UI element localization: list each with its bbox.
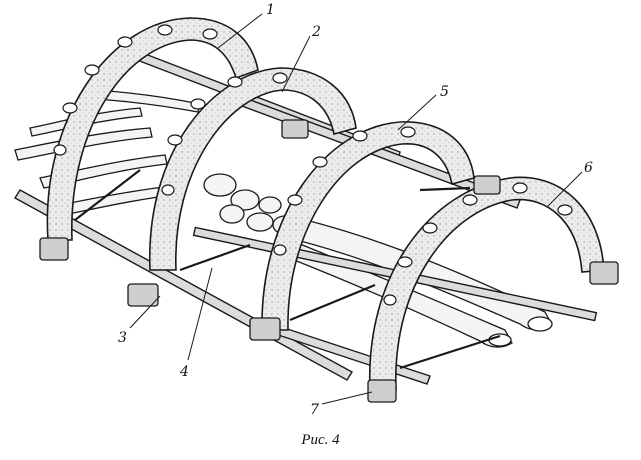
clamp — [589, 261, 619, 285]
carpal-bone-3 — [219, 204, 245, 224]
wire — [399, 334, 501, 370]
callout-2: 2 — [311, 24, 321, 40]
hole — [462, 194, 478, 206]
hole — [202, 28, 218, 40]
hole — [287, 194, 303, 206]
clamp — [39, 237, 69, 261]
hole — [422, 222, 438, 234]
fixation-wires — [74, 169, 501, 370]
carpal-bone-4 — [246, 212, 274, 232]
callout-1: 1 — [266, 2, 275, 18]
hole — [190, 98, 206, 110]
callout-6: 6 — [584, 160, 593, 176]
fixator-rings — [46, 17, 605, 391]
clamps — [39, 119, 619, 403]
callout-7: 7 — [310, 402, 319, 418]
figure-caption: Рис. 4 — [301, 432, 340, 448]
leader-lines — [129, 13, 583, 405]
hole — [117, 36, 133, 48]
hole — [157, 24, 173, 36]
callout-5: 5 — [440, 84, 449, 100]
hole — [397, 256, 413, 268]
wire — [419, 186, 471, 192]
carpal-bone-1 — [203, 173, 237, 197]
hole — [84, 64, 100, 76]
clamp — [127, 283, 159, 307]
hole — [227, 76, 243, 88]
carpal-bone-2 — [230, 189, 260, 211]
wire — [289, 283, 376, 322]
carpal-bone-5 — [258, 196, 282, 214]
ulna-bone-end — [488, 333, 512, 347]
wire — [74, 169, 141, 221]
hole — [161, 184, 175, 196]
ring-2 — [149, 67, 357, 271]
wire — [179, 243, 251, 272]
ring-holes — [53, 24, 573, 306]
hole — [62, 102, 78, 114]
hole — [557, 204, 573, 216]
clamp — [473, 175, 501, 195]
hole — [512, 182, 528, 194]
hole — [273, 244, 287, 256]
hole — [383, 294, 397, 306]
hole — [272, 72, 288, 84]
hole — [352, 130, 368, 142]
radius-bone-end — [527, 316, 553, 332]
clamp — [281, 119, 309, 139]
hole — [312, 156, 328, 168]
callout-3: 3 — [118, 330, 127, 346]
clamp — [367, 379, 397, 403]
hole — [53, 144, 67, 156]
finger-bone-5 — [94, 89, 201, 113]
clamp — [249, 317, 281, 341]
callout-4: 4 — [179, 364, 189, 380]
hole — [167, 134, 183, 146]
hole — [400, 126, 416, 138]
